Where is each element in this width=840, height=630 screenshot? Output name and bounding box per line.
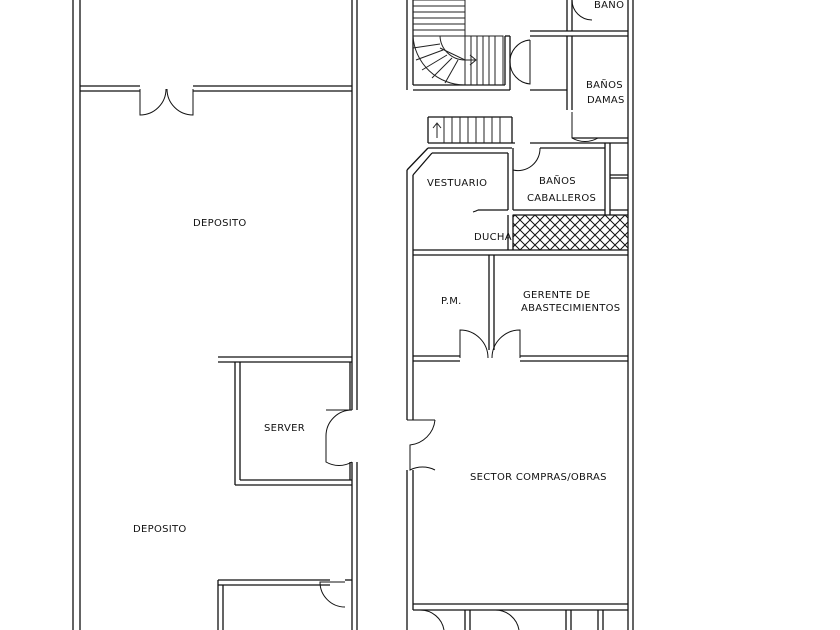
- room-label-banos-caballeros-2: CABALLEROS: [527, 193, 596, 204]
- room-label-banos-damas-2: DAMAS: [587, 95, 625, 106]
- room-label-ducha: DUCHA: [474, 232, 512, 243]
- room-label-server: SERVER: [264, 423, 305, 434]
- straight-staircase: [432, 117, 501, 143]
- shower-tile-area: [512, 214, 629, 251]
- room-label-deposito-top: DEPOSITO: [193, 218, 247, 229]
- room-label-gerente-2: ABASTECIMIENTOS: [521, 303, 620, 314]
- left-doors: [139, 88, 353, 608]
- room-label-banos-damas-1: BAÑOS: [586, 78, 623, 91]
- room-label-pm: P.M.: [441, 296, 462, 307]
- room-label-bano: BAÑO: [594, 0, 624, 11]
- left-building-walls: [72, 0, 358, 630]
- room-label-sector-compras: SECTOR COMPRAS/OBRAS: [470, 472, 607, 483]
- room-label-deposito-bottom: DEPOSITO: [133, 524, 187, 535]
- spiral-staircase: [412, 0, 504, 86]
- room-label-banos-caballeros-1: BAÑOS: [539, 174, 576, 187]
- room-label-gerente-1: GERENTE DE: [523, 290, 590, 301]
- right-doors: [407, 0, 599, 630]
- room-label-vestuario: VESTUARIO: [427, 178, 487, 189]
